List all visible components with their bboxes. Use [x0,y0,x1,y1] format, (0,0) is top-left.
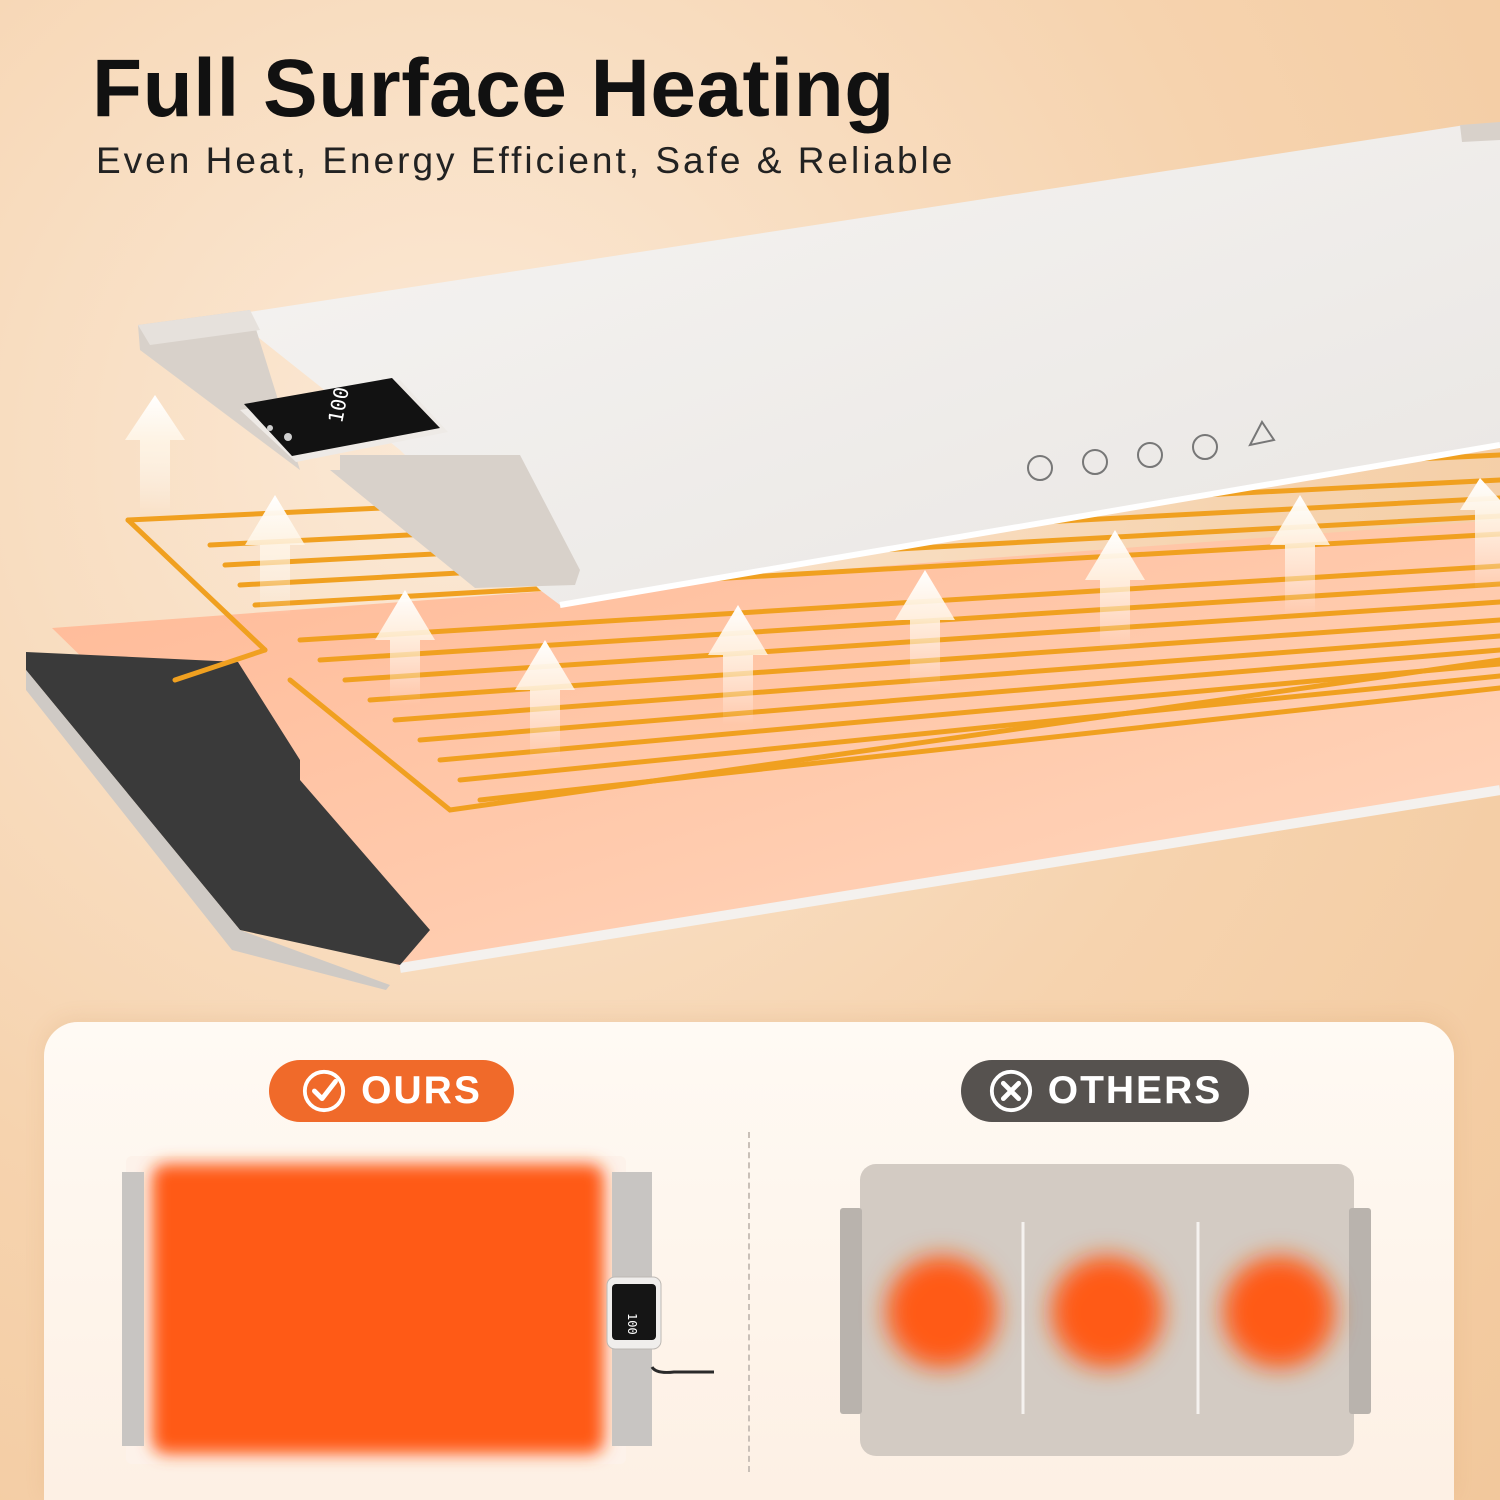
power-cord [650,1366,714,1374]
ours-badge: OURS [269,1060,514,1122]
heat-spot-2 [1051,1256,1163,1368]
heat-arrows [125,395,1500,760]
heat-spot-1 [886,1256,998,1368]
comparison-panel: OURS OTHERS 100 [44,1022,1454,1500]
others-label: OTHERS [1047,1069,1223,1112]
page-title: Full Surface Heating [92,43,895,134]
certification-icons [1027,420,1276,481]
exploded-heating-mat-illustration: 100 [26,122,1500,990]
top-mat-layer: 100 [138,122,1500,608]
ours-controller: 100 [606,1276,662,1350]
others-badge: OTHERS [961,1060,1249,1122]
ours-label: OURS [361,1069,482,1112]
base-pad-layer [26,520,1500,990]
comparison-divider [748,1132,750,1472]
others-heating-mat [840,1164,1371,1456]
x-circle-icon [989,1069,1032,1113]
heat-spot-3 [1223,1256,1335,1368]
ours-controller-display: 100 [625,1313,639,1335]
comparison-illustrations: 100 [122,1156,1371,1464]
page-subtitle: Even Heat, Energy Efficient, Safe & Reli… [96,140,956,181]
control-panel: 100 [240,378,448,462]
check-circle-icon [303,1069,346,1113]
ours-heating-mat: 100 [122,1156,714,1464]
